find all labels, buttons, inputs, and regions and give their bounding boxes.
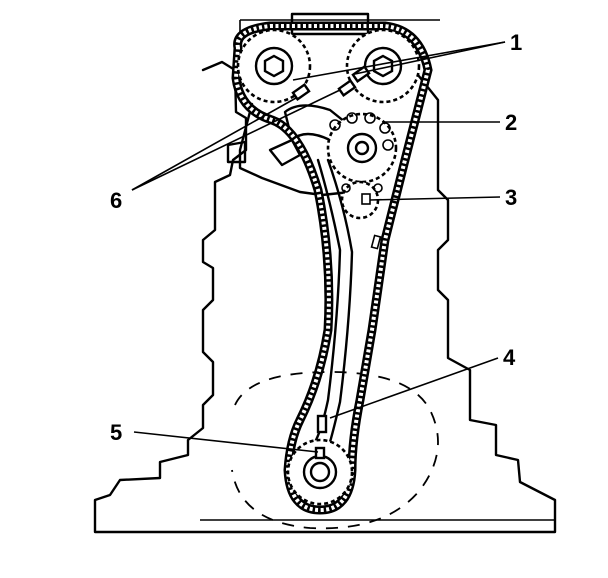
callout-3: 3 (505, 185, 517, 210)
callout-leaders (131, 41, 506, 453)
camshaft-sprocket-exhaust (345, 28, 421, 104)
crankcase-dashed-outline (231, 371, 439, 530)
camshaft-sprocket-intake (236, 28, 312, 104)
cam-timing-marks (291, 65, 371, 101)
idler-sprocket (340, 180, 383, 250)
callout-5: 5 (110, 420, 122, 445)
timing-chain (231, 21, 433, 515)
intermediate-sprocket (326, 112, 398, 184)
callout-6: 6 (110, 188, 122, 213)
callout-4: 4 (503, 345, 516, 370)
callout-1: 1 (510, 30, 522, 55)
callout-2: 2 (505, 110, 517, 135)
crankshaft-sprocket (286, 414, 354, 506)
